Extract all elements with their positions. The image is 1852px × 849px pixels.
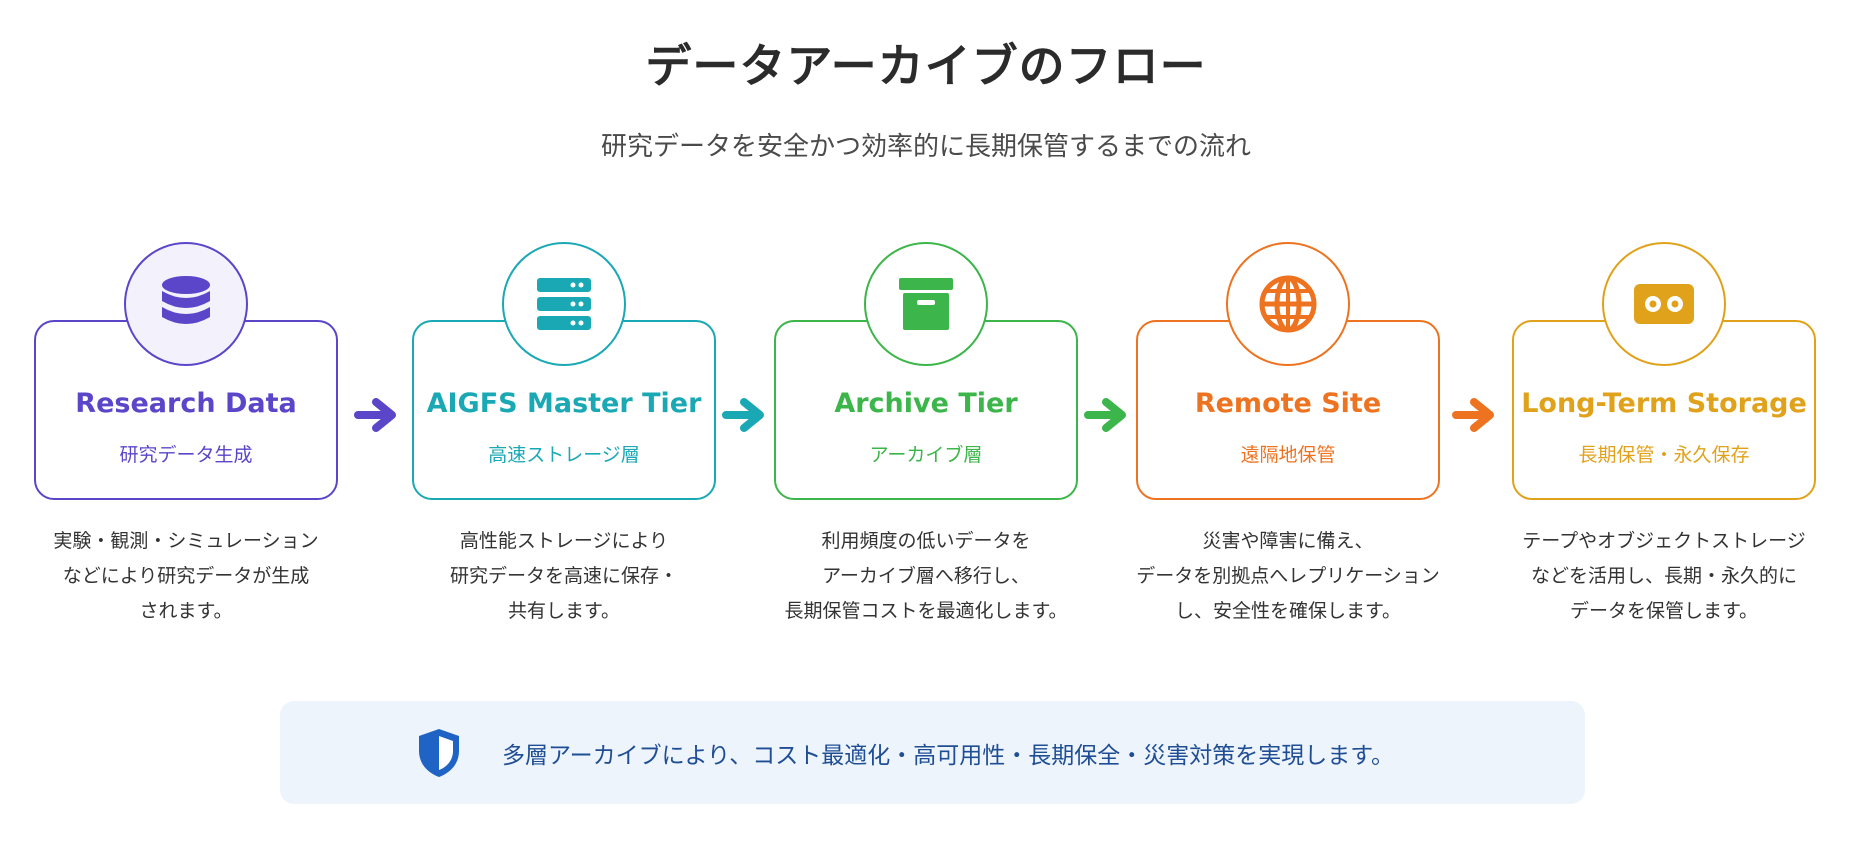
database-icon bbox=[162, 276, 210, 324]
arrow-right-icon bbox=[1452, 398, 1494, 432]
stage-description: 実験・観測・シミュレーション などにより研究データが生成 されます。 bbox=[4, 524, 368, 629]
stage-subtitle: 研究データ生成 bbox=[119, 444, 253, 466]
stage-remote-site: Remote Site 遠隔地保管 災害や障害に備え、 データを別拠点へレプリケ… bbox=[1136, 242, 1440, 632]
description-line: 実験・観測・シミュレーション bbox=[53, 530, 319, 552]
description-line: 研究データを高速に保存・ bbox=[449, 565, 678, 587]
arrow-right-icon bbox=[1084, 398, 1126, 432]
stage-description: 高性能ストレージにより 研究データを高速に保存・ 共有します。 bbox=[382, 524, 746, 629]
summary-banner: 多層アーカイブにより、コスト最適化・高可用性・長期保全・災害対策を実現します。 bbox=[280, 701, 1585, 804]
description-line: 共有します。 bbox=[507, 600, 621, 622]
stage-title: Archive Tier bbox=[834, 388, 1018, 419]
description-line: などを活用し、長期・永久的に bbox=[1530, 565, 1797, 587]
stage-icon-circle bbox=[1226, 242, 1350, 366]
stage-aigfs-master-tier: AIGFS Master Tier 高速ストレージ層 高性能ストレージにより 研… bbox=[412, 242, 716, 632]
description-line: 災害や障害に備え、 bbox=[1202, 530, 1374, 552]
shield-icon bbox=[419, 728, 459, 777]
stage-description: テープやオブジェクトストレージ などを活用し、長期・永久的に データを保管します… bbox=[1482, 524, 1846, 629]
stage-subtitle: 長期保管・永久保存 bbox=[1578, 444, 1750, 466]
stage-research-data: Research Data 研究データ生成 実験・観測・シミュレーション などに… bbox=[34, 242, 338, 632]
description-line: 利用頻度の低いデータを bbox=[821, 530, 1031, 552]
stage-archive-tier: Archive Tier アーカイブ層 利用頻度の低いデータを アーカイブ層へ移… bbox=[774, 242, 1078, 632]
server-icon bbox=[537, 278, 591, 330]
description-line: アーカイブ層へ移行し、 bbox=[822, 565, 1030, 587]
stage-icon-circle bbox=[1602, 242, 1726, 366]
archive-box-icon bbox=[899, 278, 953, 330]
tape-cassette-icon bbox=[1634, 284, 1694, 324]
stage-description: 災害や障害に備え、 データを別拠点へレプリケーション し、安全性を確保します。 bbox=[1106, 524, 1470, 629]
stage-title: Long-Term Storage bbox=[1521, 388, 1807, 419]
stage-subtitle: 高速ストレージ層 bbox=[488, 444, 640, 466]
summary-text: 多層アーカイブにより、コスト最適化・高可用性・長期保全・災害対策を実現します。 bbox=[502, 742, 1394, 769]
description-line: されます。 bbox=[139, 600, 233, 622]
description-line: 高性能ストレージにより bbox=[459, 530, 669, 552]
stage-subtitle: アーカイブ層 bbox=[869, 444, 983, 466]
stage-title: Research Data bbox=[75, 388, 297, 419]
description-line: などにより研究データが生成 bbox=[62, 565, 310, 587]
stage-description: 利用頻度の低いデータを アーカイブ層へ移行し、 長期保管コストを最適化します。 bbox=[744, 524, 1108, 629]
stage-icon-circle bbox=[502, 242, 626, 366]
stage-card bbox=[1136, 320, 1440, 500]
stage-subtitle: 遠隔地保管 bbox=[1240, 444, 1336, 466]
description-line: し、安全性を確保します。 bbox=[1174, 600, 1402, 622]
stage-icon-circle bbox=[864, 242, 988, 366]
description-line: データを別拠点へレプリケーション bbox=[1136, 565, 1440, 587]
description-line: 長期保管コストを最適化します。 bbox=[784, 600, 1068, 622]
arrow-right-icon bbox=[354, 398, 396, 432]
page-subtitle: 研究データを安全かつ効率的に長期保管するまでの流れ bbox=[600, 132, 1251, 162]
page-title: データアーカイブのフロー bbox=[645, 39, 1207, 93]
arrow-right-icon bbox=[722, 398, 764, 432]
globe-icon bbox=[1259, 275, 1317, 333]
description-line: データを保管します。 bbox=[1569, 600, 1759, 622]
stage-long-term-storage: Long-Term Storage 長期保管・永久保存 テープやオブジェクトスト… bbox=[1512, 242, 1816, 632]
stage-icon-circle bbox=[124, 242, 248, 366]
stage-title: Remote Site bbox=[1194, 388, 1382, 419]
stage-title: AIGFS Master Tier bbox=[426, 388, 702, 419]
description-line: テープやオブジェクトストレージ bbox=[1522, 530, 1806, 552]
